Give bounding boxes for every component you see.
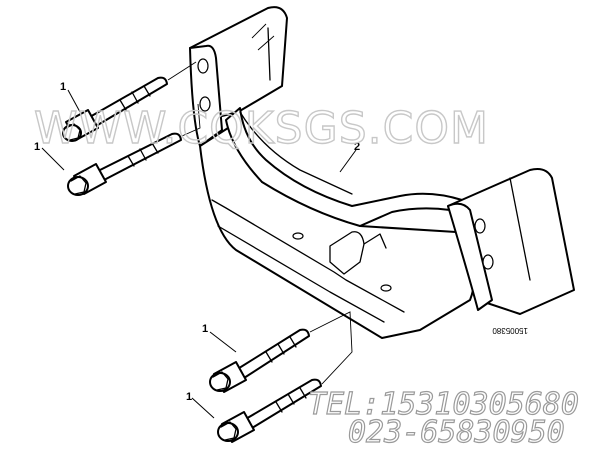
contact-tel: TEL:15310305680 — [308, 387, 579, 422]
bolt-upper-a — [62, 76, 168, 142]
callout-1-lower-a: 1 — [202, 323, 208, 335]
callout-1-lower-b: 1 — [186, 391, 192, 403]
bolt-lower-b — [217, 378, 322, 443]
assembly-lines — [167, 61, 353, 385]
watermark-site: WWW.CQKSGS.COM — [34, 103, 489, 154]
mounting-bracket — [189, 6, 575, 339]
bolt-hole — [482, 254, 494, 270]
part-number: 15005380 — [492, 326, 528, 335]
callout-2-bracket: 2 — [354, 141, 360, 153]
base-hole — [380, 284, 392, 292]
callout-1-upper-a: 1 — [60, 81, 66, 93]
bolt-hole — [199, 96, 211, 112]
callout-leaders — [41, 89, 357, 419]
base-hole — [292, 232, 304, 240]
callout-1-upper-b: 1 — [34, 141, 40, 153]
bolt-lower-a — [209, 328, 310, 393]
bolt-hole — [197, 58, 209, 74]
contact-phone: 023-65830950 — [348, 415, 565, 450]
bolt-upper-b — [67, 132, 182, 196]
bolt-hole — [474, 218, 486, 234]
